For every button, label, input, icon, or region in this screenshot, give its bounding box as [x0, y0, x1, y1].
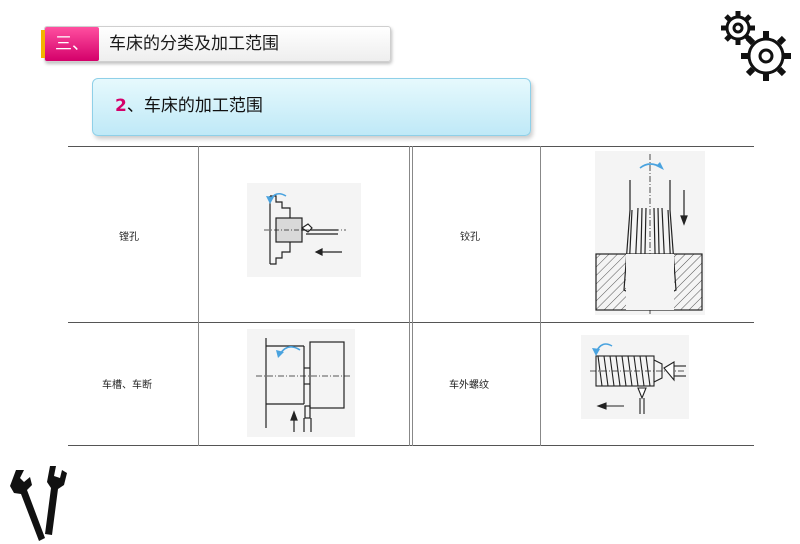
section-title-bar: 三、 车床的分类及加工范围 [41, 26, 391, 62]
cell-label-reaming: 铰孔 [460, 232, 480, 243]
cell-label-boring: 镗孔 [119, 232, 139, 243]
subtitle-box: 2、车床的加工范围 [92, 78, 531, 136]
table-col-divider-3 [412, 146, 413, 446]
table-col-divider-2 [409, 146, 410, 446]
table-rule-top [68, 146, 754, 147]
subtitle-label: 、车床的加工范围 [126, 96, 263, 116]
cell-label-grooving: 车槽、车断 [102, 380, 152, 391]
cell-label-threading: 车外螺纹 [449, 380, 489, 391]
subtitle-number: 2 [115, 96, 127, 116]
table-col-divider-4 [540, 146, 541, 446]
machining-range-table: 镗孔 铰孔 车槽、车断 车外螺纹 [68, 146, 754, 446]
section-number-badge: 三、 [41, 27, 99, 61]
grooving-diagram [247, 329, 355, 437]
subtitle-text: 2、车床的加工范围 [115, 79, 263, 133]
threading-diagram [581, 335, 689, 419]
wrench-icon [10, 466, 67, 541]
table-rule-bottom [68, 445, 754, 446]
section-title: 车床的分类及加工范围 [109, 34, 279, 54]
reaming-diagram [595, 151, 705, 316]
table-rule-middle [68, 322, 754, 323]
gears-icon [721, 11, 791, 81]
table-col-divider-1 [198, 146, 199, 446]
boring-diagram [247, 183, 361, 277]
